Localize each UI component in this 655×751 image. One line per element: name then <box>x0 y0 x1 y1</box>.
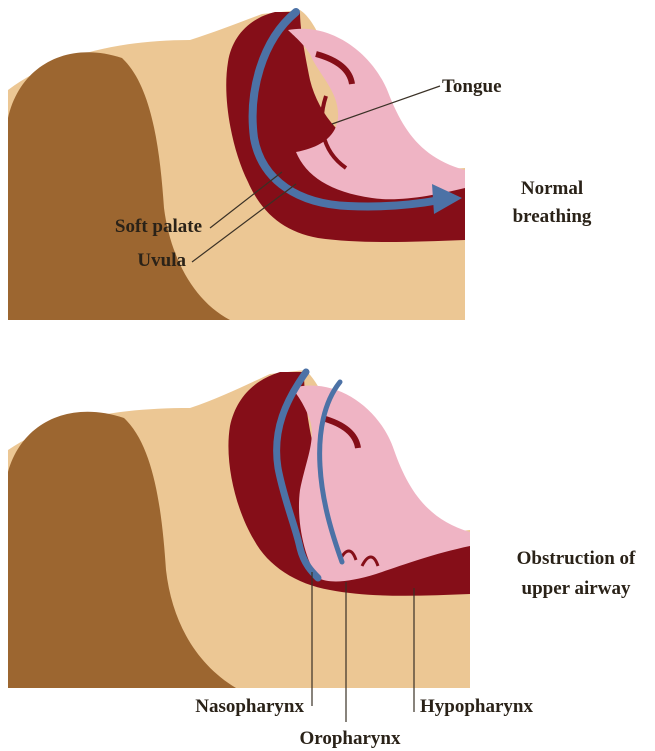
panel-obstruction <box>8 370 470 722</box>
label-soft-palate: Soft palate <box>115 216 202 237</box>
label-nasopharynx: Nasopharynx <box>195 696 304 717</box>
label-tongue: Tongue <box>442 76 502 97</box>
condition-normal-line1: Normal <box>521 178 583 199</box>
condition-obstruction-line1: Obstruction of <box>517 548 636 569</box>
condition-obstruction-line2: upper airway <box>522 578 631 599</box>
label-oropharynx: Oropharynx <box>299 728 401 749</box>
panel-normal-breathing <box>8 10 465 320</box>
condition-normal-line2: breathing <box>513 206 592 227</box>
label-uvula: Uvula <box>137 250 186 271</box>
tongue-tissue <box>292 385 470 581</box>
label-hypopharynx: Hypopharynx <box>420 696 533 717</box>
